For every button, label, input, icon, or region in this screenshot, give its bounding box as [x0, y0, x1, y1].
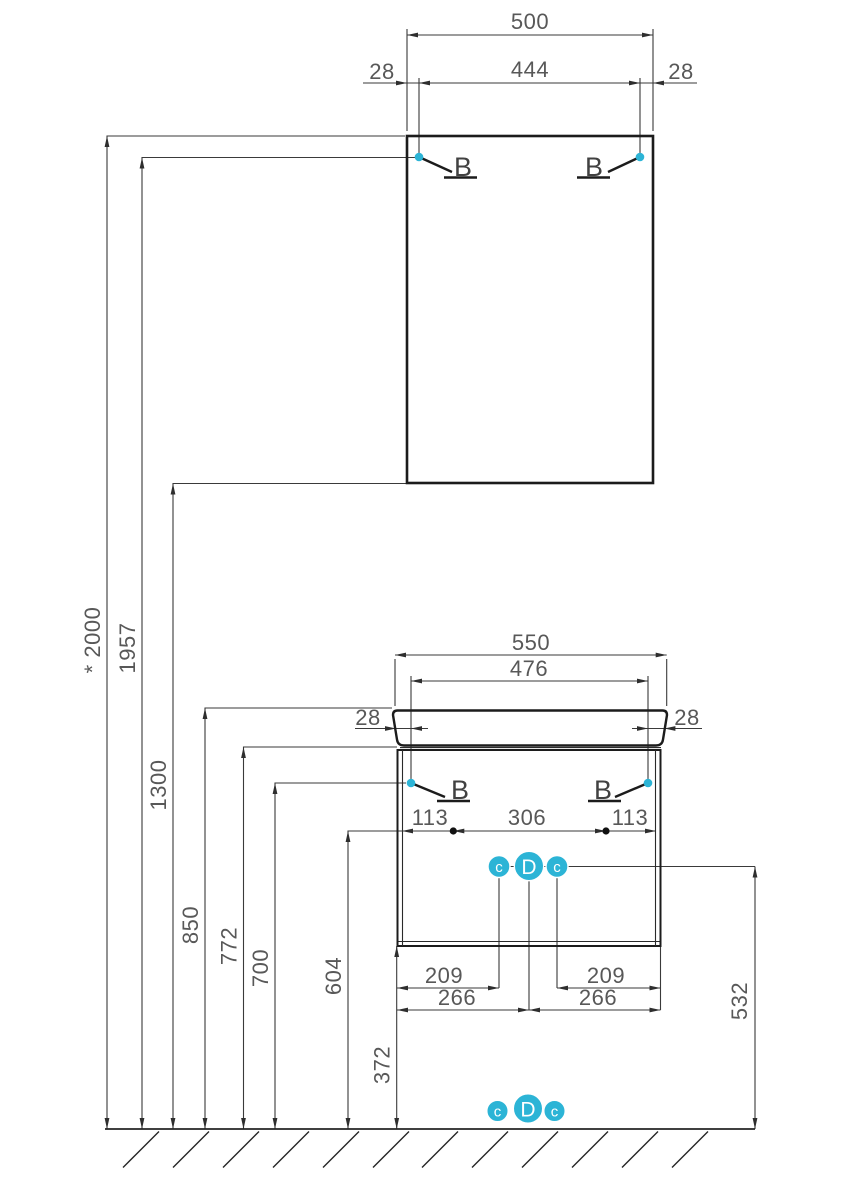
cabinet-inner-lines: [398, 750, 660, 946]
dim-mirror-fixing-span: 444: [511, 57, 549, 82]
basin-outline: [391, 709, 669, 747]
port-circle-c-right: [545, 854, 569, 879]
fixing-label-b: B: [585, 152, 603, 182]
floor-hatching: [122, 1131, 709, 1168]
fixing-label-b: B: [594, 775, 612, 805]
dim-mirror-offset-left: 28: [369, 59, 394, 84]
floor-drain-ports: c D c: [486, 1093, 566, 1124]
port-letter-c: c: [551, 1103, 559, 1120]
port-letter-c: c: [553, 859, 561, 876]
dim-mirror-width: 500: [511, 9, 549, 34]
dim-height-mirror-top: * 2000: [80, 607, 105, 674]
dim-cabinet-offset-left: 28: [355, 705, 380, 730]
port-circle-c-left: [487, 854, 511, 879]
dim-drain-center-right: 266: [579, 985, 617, 1010]
dim-height-mirror-fixings: 1957: [115, 623, 140, 674]
dim-bracket-span: 306: [508, 805, 546, 830]
port-circle-d: [513, 850, 545, 882]
dim-height-basin-rim: 850: [178, 906, 203, 944]
fixing-label-b: B: [454, 152, 472, 182]
dim-mirror-offset-right: 28: [668, 59, 693, 84]
port-letter-d: D: [521, 856, 536, 879]
leader-line: [588, 781, 649, 803]
cabinet-outline: [396, 749, 662, 947]
dim-height-drain-outlet: 532: [727, 982, 752, 1020]
leader-line: [577, 155, 641, 179]
leader-line: [418, 155, 477, 179]
cabinet-fixing-dot-left: [406, 778, 416, 788]
dim-basin-width: 550: [512, 630, 550, 655]
dim-cabinet-offset-right: 28: [674, 705, 699, 730]
mirror-fixing-dot-left: [414, 152, 424, 162]
dim-height-mirror-bottom: 1300: [146, 760, 171, 811]
mirror-fixing-right: B: [577, 152, 641, 182]
dim-cabinet-fixing-span: 476: [510, 656, 548, 681]
bracket-dots: [449, 827, 610, 835]
fixing-label-b: B: [451, 775, 469, 805]
dim-bracket-offset-left: 113: [412, 805, 449, 830]
mirror-outline: [405, 134, 655, 485]
cabinet-drain-ports: c D c: [487, 850, 569, 882]
port-circle-d: [512, 1093, 544, 1124]
dim-bracket-offset-right: 113: [612, 805, 649, 830]
dim-height-bracket-line: 604: [321, 957, 346, 995]
bracket-dot-right: [602, 827, 610, 835]
cabinet: [396, 749, 662, 947]
cabinet-fixing-right: B: [588, 775, 649, 805]
port-circle-c-right: [543, 1099, 566, 1123]
mirror-fixing-dot-right: [635, 152, 645, 162]
port-letter-d: D: [520, 1098, 535, 1121]
dim-drain-offset-right: 209: [587, 963, 625, 988]
bracket-dot-left: [449, 827, 457, 835]
port-letter-c: c: [494, 1103, 502, 1120]
dim-drain-center-left: 266: [438, 985, 476, 1010]
dim-height-cabinet-fixings: 700: [248, 949, 273, 987]
dim-height-cabinet-bottom: 372: [370, 1046, 395, 1084]
extension-lines: [394, 29, 755, 1010]
mirror-fixing-left: B: [418, 152, 477, 182]
port-letter-c: c: [495, 859, 503, 876]
fixing-dots: [406, 152, 653, 788]
port-circle-c-left: [486, 1099, 509, 1123]
cabinet-fixing-left: B: [410, 775, 470, 805]
cabinet-fixing-dot-right: [643, 778, 653, 788]
dim-height-cabinet-top: 772: [217, 927, 242, 965]
leader-line: [410, 781, 470, 803]
dim-drain-offset-left: 209: [425, 963, 463, 988]
